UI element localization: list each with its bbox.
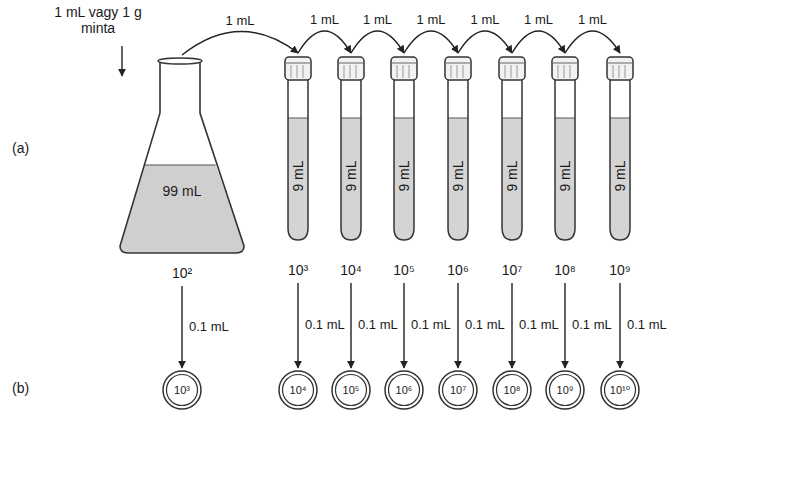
petri-dish: 10⁹ xyxy=(545,370,585,410)
petri-dish: 10⁴ xyxy=(278,370,318,410)
volume-label: 0.1 mL xyxy=(356,318,400,333)
volume-label: 1 mL xyxy=(361,13,394,28)
dilution-label: 10⁷ xyxy=(502,262,523,278)
tube-shape xyxy=(551,56,579,242)
test-tube: 9 mL10³ xyxy=(284,56,312,242)
dilution-label: 10⁹ xyxy=(609,262,631,278)
transfer-arc xyxy=(458,31,512,53)
panel-label: (a) xyxy=(12,140,29,156)
transfer-arc xyxy=(565,31,620,53)
test-tube: 9 mL10⁴ xyxy=(337,56,365,242)
panel-label: (b) xyxy=(12,380,29,396)
volume-label: 9 mL xyxy=(557,160,573,191)
dilution-label: 10⁹ xyxy=(557,384,574,397)
tube-shape xyxy=(606,56,634,242)
tube-shape xyxy=(498,56,526,242)
transfer-arrow xyxy=(181,286,182,368)
petri-dish: 10⁶ xyxy=(384,370,424,410)
volume-label: 1 mL xyxy=(522,13,555,28)
petri-dish: 10⁵ xyxy=(331,370,371,410)
dilution-label: 10⁴ xyxy=(340,262,362,278)
volume-label: 0.1 mL xyxy=(409,318,453,333)
transfer-arc xyxy=(182,31,298,55)
dilution-label: 10⁷ xyxy=(450,384,466,397)
transfer-arrow xyxy=(350,283,351,368)
dilution-label: 10¹⁰ xyxy=(610,384,630,397)
volume-label: 0.1 mL xyxy=(625,318,669,333)
dilution-label: 10⁸ xyxy=(504,384,521,397)
test-tube: 9 mL10⁵ xyxy=(390,56,418,242)
flask: 99 mL10² xyxy=(118,58,246,255)
volume-label: 99 mL xyxy=(163,183,202,199)
volume-label: 1 mL xyxy=(576,13,609,28)
test-tube: 9 mL10⁸ xyxy=(551,56,579,242)
volume-label: 0.1 mL xyxy=(517,318,561,333)
volume-label: 0.1 mL xyxy=(187,320,231,335)
dilution-label: 10⁵ xyxy=(393,262,414,278)
volume-label: 9 mL xyxy=(343,160,359,191)
dilution-label: 10² xyxy=(172,265,192,281)
tube-shape xyxy=(390,56,418,242)
tube-shape xyxy=(444,56,472,242)
volume-label: 0.1 mL xyxy=(303,318,347,333)
dilution-label: 10⁶ xyxy=(447,262,468,278)
flask-shape xyxy=(118,58,246,255)
transfer-arc xyxy=(351,31,404,53)
petri-dish: 10³ xyxy=(162,370,202,410)
petri-dish: 10⁸ xyxy=(492,370,532,410)
volume-label: 1 mL xyxy=(224,14,257,29)
volume-label: 9 mL xyxy=(396,160,412,191)
tube-shape xyxy=(284,56,312,242)
transfer-arc xyxy=(404,31,458,53)
volume-label: 9 mL xyxy=(290,160,306,191)
sample-arrow xyxy=(121,46,122,76)
dilution-label: 10⁸ xyxy=(554,262,575,278)
dilution-label: 10⁶ xyxy=(396,384,413,397)
dilution-label: 10³ xyxy=(288,262,308,278)
volume-label: 0.1 mL xyxy=(463,318,507,333)
test-tube: 9 mL10⁹ xyxy=(606,56,634,242)
tube-shape xyxy=(337,56,365,242)
petri-dish: 10⁷ xyxy=(438,370,478,410)
volume-label: 1 mL xyxy=(469,13,502,28)
petri-dish: 10¹⁰ xyxy=(600,370,640,410)
volume-label: 9 mL xyxy=(450,160,466,191)
volume-label: 0.1 mL xyxy=(570,318,614,333)
transfer-arrow xyxy=(403,283,404,368)
test-tube: 9 mL10⁶ xyxy=(444,56,472,242)
dilution-label: 10³ xyxy=(174,384,190,397)
sample-label: 1 mL vagy 1 g minta xyxy=(46,4,150,36)
transfer-arc xyxy=(512,31,565,53)
transfer-arrow xyxy=(457,283,458,368)
volume-label: 1 mL xyxy=(308,13,341,28)
test-tube: 9 mL10⁷ xyxy=(498,56,526,242)
dilution-label: 10⁴ xyxy=(290,384,307,397)
transfer-arrow xyxy=(511,283,512,368)
volume-label: 9 mL xyxy=(612,160,628,191)
volume-label: 9 mL xyxy=(504,160,520,191)
transfer-arrow xyxy=(564,283,565,368)
volume-label: 1 mL xyxy=(415,13,448,28)
transfer-arrow xyxy=(297,283,298,368)
transfer-arc xyxy=(298,31,351,53)
transfer-arrow xyxy=(619,283,620,368)
dilution-label: 10⁵ xyxy=(343,384,360,397)
